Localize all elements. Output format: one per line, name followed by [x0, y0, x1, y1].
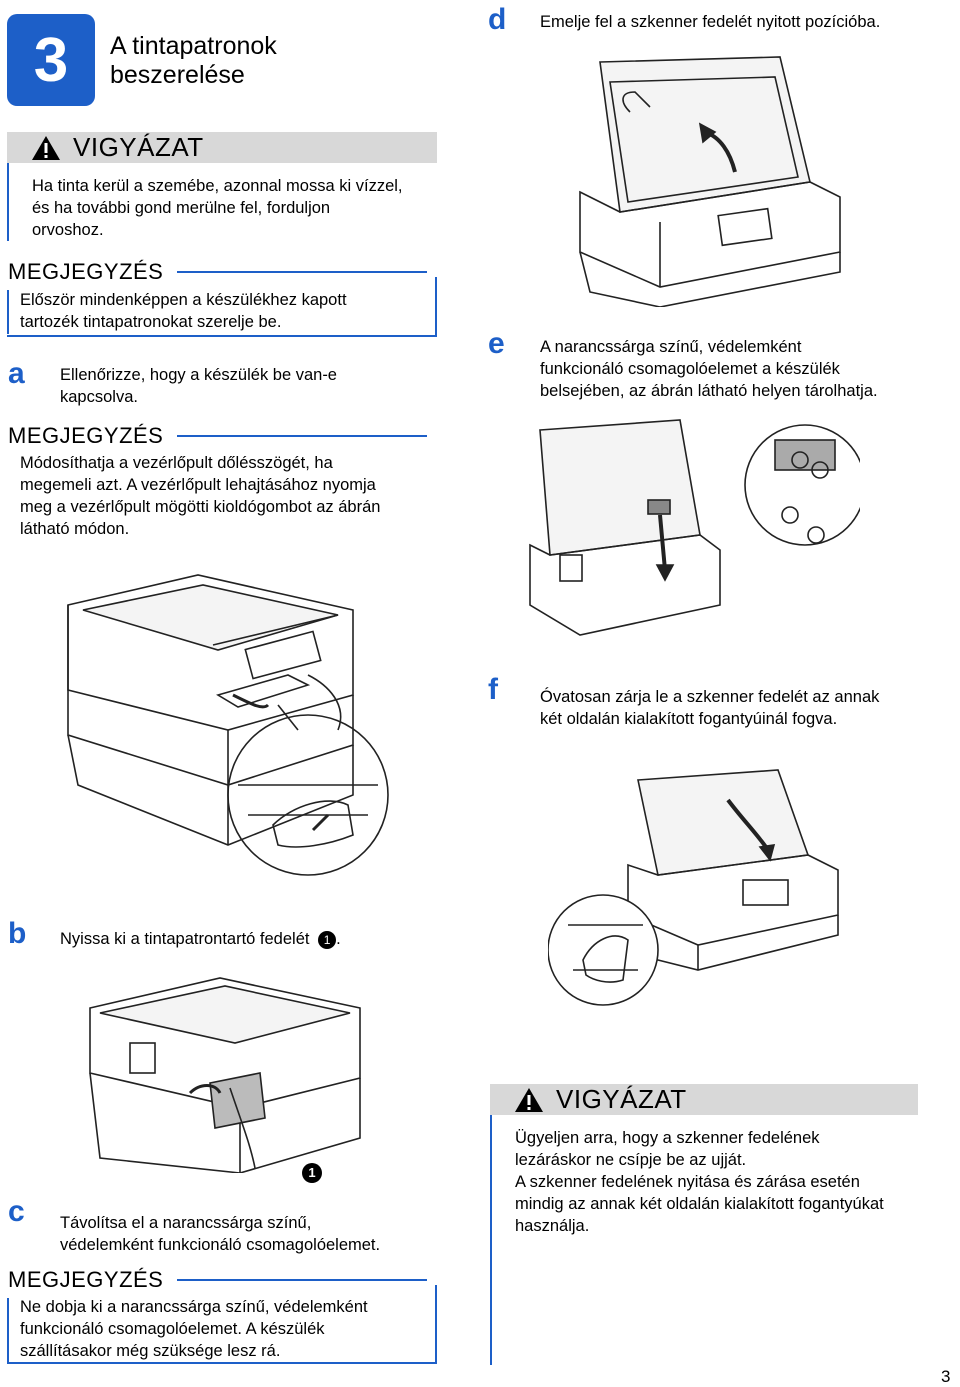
note-text: Ne dobja ki a narancssárga színű, védele… — [20, 1298, 368, 1360]
step-letter-b: b — [8, 917, 27, 950]
caution-bar: VIGYÁZAT — [490, 1084, 918, 1115]
caution-left-rule — [490, 1115, 492, 1365]
note-bottom-rule — [7, 1362, 437, 1364]
note-heading: MEGJEGYZÉS — [8, 1267, 428, 1293]
callout-marker: 1 — [302, 1163, 322, 1183]
warning-triangle-icon — [32, 135, 60, 160]
section-number-badge: 3 — [7, 14, 95, 106]
printer-illustration — [529, 419, 860, 636]
printer-illustration — [67, 574, 389, 876]
step-letter-d: d — [488, 3, 507, 36]
printer-illustration — [89, 977, 361, 1173]
warning-triangle-icon — [515, 1087, 543, 1112]
note-left-rule — [7, 290, 9, 334]
page-number: 3 — [941, 1367, 951, 1386]
step-letter-f: f — [488, 673, 498, 706]
step-a-text: Ellenőrizze, hogy a készülék be van-e ka… — [60, 366, 337, 406]
note-bottom-rule — [7, 335, 437, 337]
note-heading: MEGJEGYZÉS — [8, 423, 428, 449]
note-heading: MEGJEGYZÉS — [8, 259, 428, 285]
note-left-rule — [7, 1298, 9, 1362]
printer-illustration — [548, 769, 839, 1006]
note-text: Módosíthatja a vezérlőpult dőlésszögét, … — [20, 454, 381, 538]
step-d-text: Emelje fel a szkenner fedelét nyitott po… — [540, 13, 881, 31]
step-c-text: Távolítsa el a narancssárga színű, védel… — [60, 1214, 381, 1254]
printer-illustration — [579, 56, 841, 307]
section-title: A tintapatronok beszerelése — [110, 32, 277, 89]
step-letter-e: e — [488, 327, 505, 360]
callout-marker: 1 — [318, 931, 337, 949]
caution-text: Ha tinta kerül a szemébe, azonnal mossa … — [32, 177, 403, 239]
step-f-text: Óvatosan zárja le a szkenner fedelét az … — [540, 688, 880, 728]
step-b-text: Nyissa ki a tintapatrontartó fedelét 1. — [60, 930, 341, 949]
caution-bar: VIGYÁZAT — [7, 132, 437, 163]
caution-left-rule — [7, 163, 9, 241]
note-right-rule — [435, 277, 437, 337]
note-text: Először mindenképpen a készülékhez kapot… — [20, 291, 347, 331]
step-e-text: A narancssárga színű, védelemként funkci… — [540, 338, 878, 400]
note-right-rule — [435, 1285, 437, 1363]
caution-text: Ügyeljen arra, hogy a szkenner fedelének… — [515, 1129, 884, 1235]
step-letter-c: c — [8, 1195, 25, 1228]
step-letter-a: a — [8, 357, 25, 390]
